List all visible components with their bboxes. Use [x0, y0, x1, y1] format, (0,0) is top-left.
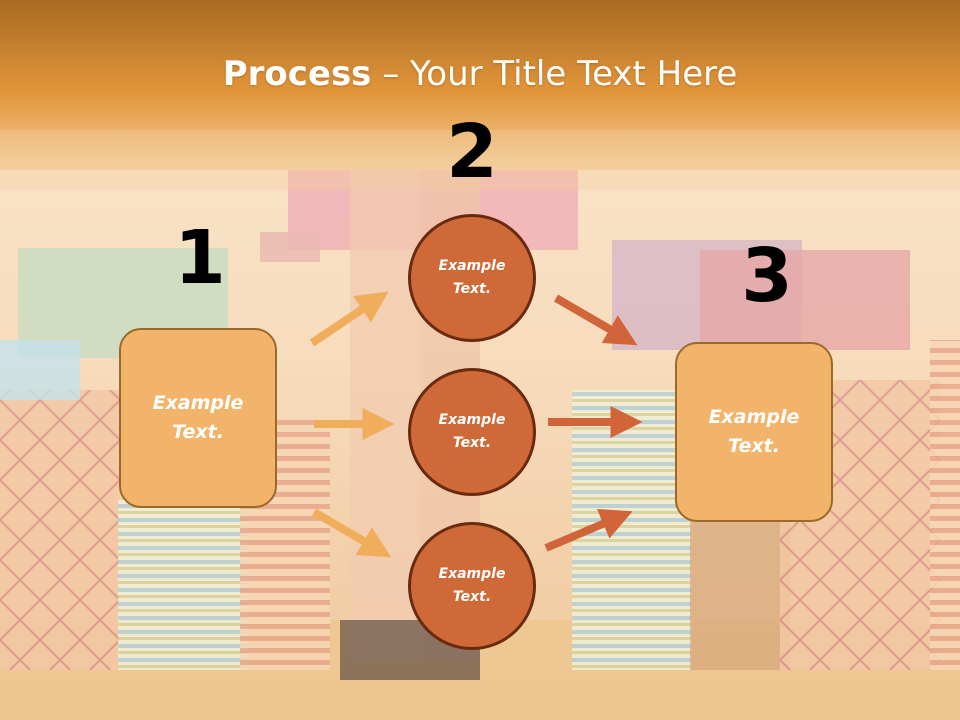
- left-step-box: Example Text.: [119, 328, 277, 508]
- step-circle-middle: Example Text.: [408, 368, 536, 496]
- step-circle-top-text: Example Text.: [438, 258, 506, 297]
- title-bold: Process: [222, 54, 372, 94]
- step-circle-bottom-text: Example Text.: [438, 566, 506, 605]
- right-step-text: Example Text.: [708, 406, 800, 457]
- title-rest: – Your Title Text Here: [371, 54, 738, 94]
- left-step-text: Example Text.: [152, 392, 244, 443]
- step-number-2: 2: [446, 109, 498, 195]
- step-number-1: 1: [174, 215, 226, 301]
- page-title: Process – Your Title Text Here: [0, 50, 960, 98]
- step-circle-top: Example Text.: [408, 214, 536, 342]
- step-circle-middle-text: Example Text.: [438, 412, 506, 451]
- step-circle-bottom: Example Text.: [408, 522, 536, 650]
- step-number-3: 3: [741, 233, 793, 319]
- right-step-box: Example Text.: [675, 342, 833, 522]
